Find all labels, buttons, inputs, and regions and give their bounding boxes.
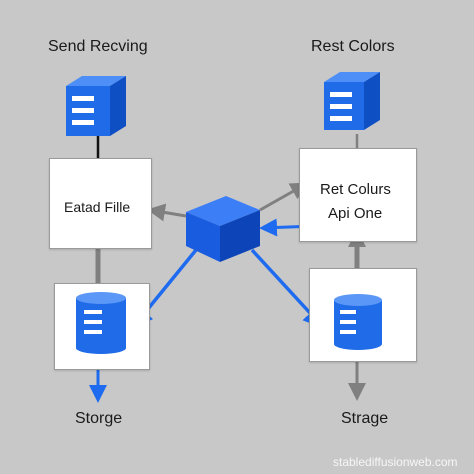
server-stack-icon: [66, 76, 126, 136]
title-right: Rest Colors: [311, 38, 395, 55]
box-left-label: Eatad Fille: [64, 199, 131, 215]
watermark: stablediffusionweb.com: [333, 455, 458, 469]
box-right: [299, 148, 417, 242]
cube-icon: [186, 196, 260, 262]
storage-left-label: Storge: [75, 410, 123, 427]
box-right-label-line2: Api One: [328, 205, 383, 222]
storage-right-label: Strage: [341, 410, 389, 427]
box-left: [49, 158, 152, 249]
arrow-cube-to-left-box: [147, 203, 187, 222]
title-left: Send Recving: [48, 38, 148, 55]
database-cylinder-icon: [334, 294, 382, 350]
database-cylinder-icon: [76, 292, 126, 354]
arrow-cube-to-right-box-upper: [259, 182, 309, 212]
box-right-label-line1: Ret Colurs: [320, 181, 391, 198]
server-stack-icon: [324, 72, 380, 130]
